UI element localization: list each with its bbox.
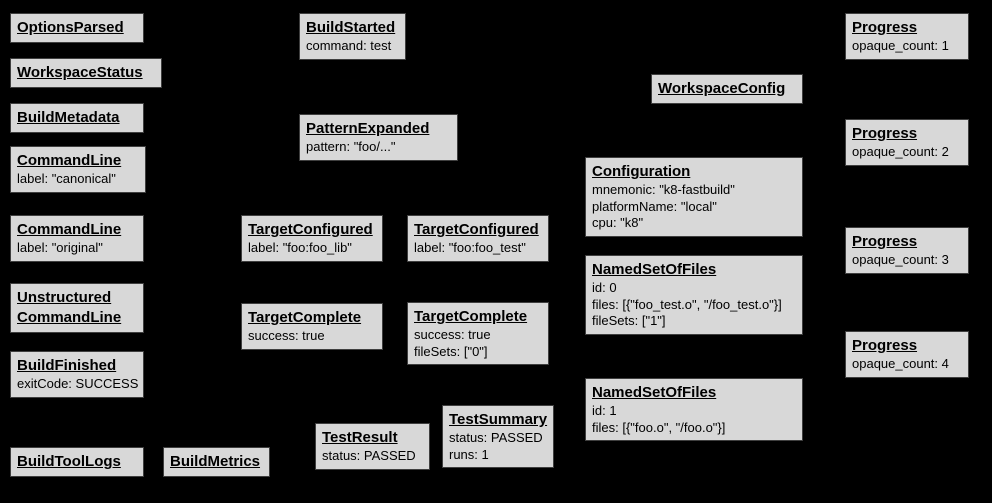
node-target-configured-foo-lib: TargetConfigured label: "foo:foo_lib" [241,215,383,262]
node-field: label: "foo:foo_test" [414,240,526,255]
node-progress-1: Progress opaque_count: 1 [845,13,969,60]
node-field: files: [{"foo.o", "/foo.o"}] [592,419,726,435]
node-field: exitCode: SUCCESS [17,376,139,391]
node-title: Configuration [592,163,691,180]
node-field: opaque_count: 4 [852,356,949,371]
node-title: BuildStarted [306,19,396,36]
node-build-metrics: BuildMetrics [163,447,270,477]
node-field: status: PASSED [449,430,543,445]
node-build-tool-logs: BuildToolLogs [10,447,144,477]
node-title: WorkspaceConfig [658,80,786,97]
node-field: id: 0 [592,280,617,295]
node-command-line-original: CommandLine label: "original" [10,215,144,262]
node-title: OptionsParsed [17,19,124,36]
node-pattern-expanded: PatternExpanded pattern: "foo/..." [299,114,458,161]
node-field: opaque_count: 3 [852,252,949,267]
node-title: TargetComplete [414,308,528,325]
node-field: files: [{"foo_test.o", "/foo_test.o"}] [592,296,782,312]
node-field: success: true [248,328,325,343]
node-options-parsed: OptionsParsed [10,13,144,43]
node-title: Progress [852,125,918,142]
node-build-metadata: BuildMetadata [10,103,144,133]
node-field: opaque_count: 1 [852,38,949,53]
node-field: command: test [306,38,392,53]
node-title: WorkspaceStatus [17,64,143,81]
node-named-set-of-files-1: NamedSetOfFiles id: 1 files: [{"foo.o", … [585,378,803,441]
node-workspace-status: WorkspaceStatus [10,58,162,88]
node-field: pattern: "foo/..." [306,139,396,154]
node-target-complete-foo-lib: TargetComplete success: true [241,303,383,350]
node-target-configured-foo-test: TargetConfigured label: "foo:foo_test" [407,215,549,262]
node-field: status: PASSED [322,448,416,463]
node-title: Progress [852,337,918,354]
node-title: BuildFinished [17,357,117,374]
node-progress-2: Progress opaque_count: 2 [845,119,969,166]
node-field: fileSets: ["0"] [414,343,488,359]
node-title: PatternExpanded [306,120,430,137]
node-field: fileSets: ["1"] [592,313,666,328]
node-title: TargetComplete [248,309,362,326]
node-title: CommandLine [17,152,122,169]
node-workspace-config: WorkspaceConfig [651,74,803,104]
node-title: Progress [852,19,918,36]
node-configuration: Configuration mnemonic: "k8-fastbuild" p… [585,157,803,237]
node-field: label: "original" [17,240,103,255]
node-build-finished: BuildFinished exitCode: SUCCESS [10,351,144,398]
node-build-started: BuildStarted command: test [299,13,406,60]
node-field: id: 1 [592,403,617,418]
node-field: platformName: "local" [592,198,717,214]
node-field: opaque_count: 2 [852,144,949,159]
node-unstructured-command-line: Unstructured CommandLine [10,283,144,333]
node-title: NamedSetOfFiles [592,261,717,278]
node-field: label: "canonical" [17,171,116,186]
node-test-summary: TestSummary status: PASSED runs: 1 [442,405,554,468]
node-field: label: "foo:foo_lib" [248,240,352,255]
node-progress-4: Progress opaque_count: 4 [845,331,969,378]
node-title: BuildMetadata [17,109,120,126]
node-field: runs: 1 [449,446,489,462]
node-command-line-canonical: CommandLine label: "canonical" [10,146,146,193]
node-title: TestResult [322,429,398,446]
node-test-result: TestResult status: PASSED [315,423,430,470]
node-named-set-of-files-0: NamedSetOfFiles id: 0 files: [{"foo_test… [585,255,803,335]
node-target-complete-foo-test: TargetComplete success: true fileSets: [… [407,302,549,365]
node-title: NamedSetOfFiles [592,384,717,401]
node-title: Progress [852,233,918,250]
node-title: Unstructured CommandLine [17,289,122,326]
node-title: BuildToolLogs [17,453,121,470]
node-title: TargetConfigured [414,221,539,238]
node-title: TargetConfigured [248,221,373,238]
node-field: cpu: "k8" [592,215,644,230]
node-title: BuildMetrics [170,453,261,470]
node-title: CommandLine [17,221,122,238]
node-field: mnemonic: "k8-fastbuild" [592,182,735,197]
node-title: TestSummary [449,411,548,428]
node-field: success: true [414,327,491,342]
node-progress-3: Progress opaque_count: 3 [845,227,969,274]
